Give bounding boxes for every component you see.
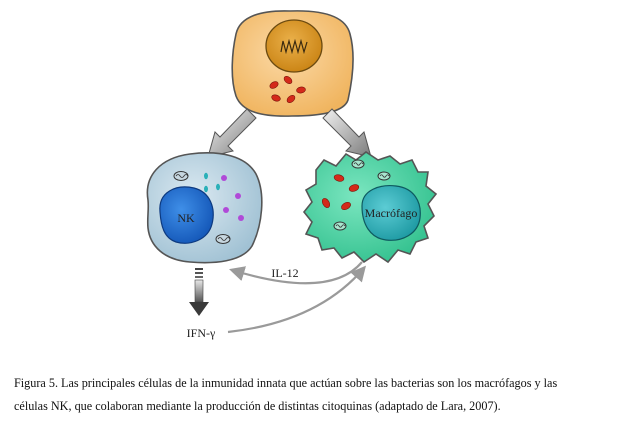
ifn-curved-arrow bbox=[227, 265, 366, 334]
arrow-to-nk bbox=[207, 108, 257, 158]
nk-cell-nucleus bbox=[159, 186, 214, 244]
caption-line-1: Figura 5. Las principales células de la … bbox=[14, 376, 558, 390]
macrophage-red-granules bbox=[321, 174, 360, 211]
macrophage-cell: Macrófago bbox=[302, 151, 438, 264]
il12-label: IL-12 bbox=[271, 266, 298, 280]
immune-cells-diagram: NK Macrófago bbox=[146, 10, 438, 340]
caption-line-2: células NK, que colaboran mediante la pr… bbox=[14, 399, 501, 413]
dna-zigzag-icon bbox=[280, 38, 308, 55]
nk-label: NK bbox=[177, 211, 195, 225]
nk-cyan-granules bbox=[204, 172, 220, 193]
figure-caption: Figura 5. Las principales células de la … bbox=[14, 372, 610, 418]
nk-magenta-granules bbox=[221, 175, 244, 221]
macrophage-label: Macrófago bbox=[365, 206, 418, 220]
ifn-label: IFN-γ bbox=[187, 326, 216, 340]
nk-cell: NK bbox=[146, 152, 263, 264]
dendritic-cell bbox=[231, 10, 354, 117]
nk-mitochondria bbox=[173, 171, 231, 244]
arrow-to-macrophage bbox=[322, 108, 372, 158]
ifn-down-arrow bbox=[189, 268, 209, 316]
macrophage-nucleus bbox=[361, 185, 421, 241]
macrophage-mitochondria bbox=[333, 159, 391, 231]
red-granules bbox=[269, 76, 306, 103]
